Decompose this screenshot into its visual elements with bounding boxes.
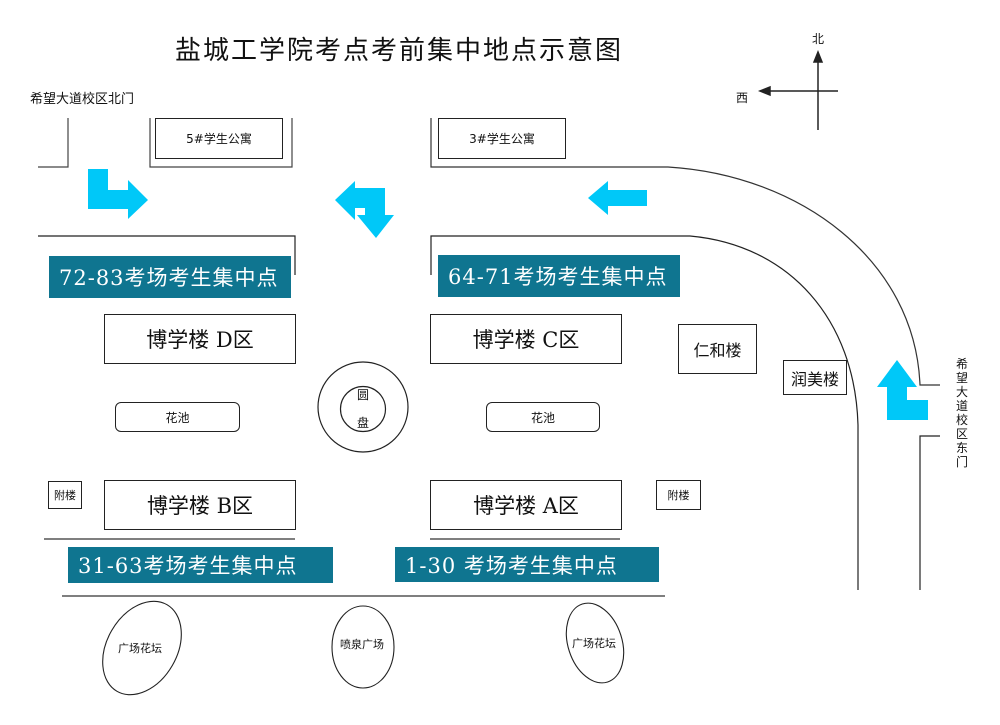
dorm-5-label: 5#学生公寓 — [186, 132, 252, 146]
page-title: 盐城工学院考点考前集中地点示意图 — [175, 36, 624, 66]
building-boxue-d-label: 博学楼 D区 — [146, 328, 254, 352]
roundabout-inner — [339, 385, 387, 433]
dorm-3: 3#学生公寓 — [438, 118, 566, 159]
building-renhe-label: 仁和楼 — [693, 341, 742, 360]
road-inner-curve — [430, 235, 859, 590]
building-boxue-b-label: 博学楼 B区 — [146, 494, 254, 518]
building-annex-right-label: 附楼 — [667, 489, 690, 502]
gathering-point-1-30: 1-30 考场考生集中点 — [395, 547, 659, 582]
flowerbed-right: 花池 — [486, 402, 600, 432]
building-annex-left-label: 附楼 — [54, 489, 76, 502]
building-runmei-label: 润美楼 — [790, 369, 839, 389]
plaza-flowerbed-left-shape — [102, 600, 182, 696]
flowerbed-left: 花池 — [115, 402, 240, 432]
gathering-point-31-63: 31-63考场考生集中点 — [68, 547, 333, 583]
building-boxue-d: 博学楼 D区 — [104, 314, 296, 364]
flowerbed-left-label: 花池 — [165, 410, 190, 425]
wall-north-gate — [38, 118, 69, 168]
fountain-plaza-shape — [331, 605, 395, 689]
compass-icon — [757, 49, 838, 130]
dorm-3-label: 3#学生公寓 — [469, 132, 535, 146]
dorm-5: 5#学生公寓 — [155, 118, 283, 159]
road-outer-curve — [430, 118, 940, 386]
arrow-left-icon — [588, 181, 647, 215]
wall-dorm5 — [149, 118, 293, 168]
roundabout-outer — [317, 361, 409, 453]
arrow-down-right-icon — [88, 169, 148, 219]
compass-north-label: 北 — [812, 32, 825, 46]
arrow-up-icon — [877, 360, 928, 420]
building-annex-right: 附楼 — [656, 480, 701, 510]
building-boxue-c-label: 博学楼 C区 — [472, 328, 580, 352]
building-boxue-b: 博学楼 B区 — [104, 480, 296, 530]
arrow-left-down-icon — [335, 181, 394, 238]
fountain-plaza-label: 喷泉广场 — [340, 638, 384, 651]
building-annex-left: 附楼 — [48, 481, 82, 509]
plaza-flowerbed-left-label: 广场花坛 — [118, 642, 162, 655]
plaza-flowerbed-right-shape — [565, 602, 625, 684]
road-edge-top-left — [38, 235, 296, 275]
flowerbed-right-label: 花池 — [530, 410, 555, 425]
east-gate-label: 希望大道校区东门 — [955, 357, 968, 469]
building-boxue-a: 博学楼 A区 — [430, 480, 622, 530]
roundabout-label-bottom: 盘 — [357, 416, 370, 430]
compass-west-label: 西 — [736, 91, 749, 105]
gathering-point-72-83: 72-83考场考生集中点 — [49, 256, 291, 298]
building-boxue-a-label: 博学楼 A区 — [473, 494, 579, 518]
north-gate-label: 希望大道校区北门 — [30, 92, 135, 107]
building-renhe: 仁和楼 — [678, 324, 757, 374]
wall-east-gate — [919, 435, 940, 590]
roundabout-label-top: 圆 — [357, 388, 370, 402]
building-boxue-c: 博学楼 C区 — [430, 314, 622, 364]
plaza-flowerbed-right-label: 广场花坛 — [572, 637, 616, 650]
building-runmei: 润美楼 — [783, 360, 847, 395]
gathering-point-64-71: 64-71考场考生集中点 — [438, 255, 680, 297]
